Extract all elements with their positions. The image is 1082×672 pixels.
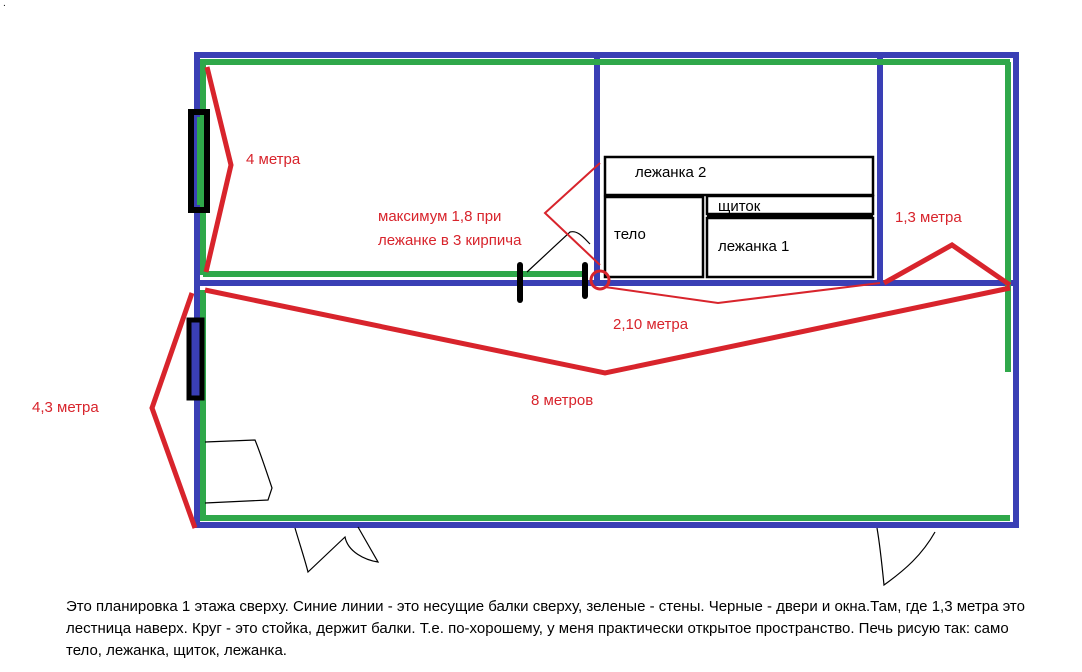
window-left-upper <box>188 109 210 213</box>
dim-8m-line <box>204 285 1011 376</box>
stove <box>603 155 875 279</box>
corner-mark: . <box>3 0 6 9</box>
label-4m: 4 метра <box>246 151 301 168</box>
dimension-lines-thin <box>543 162 881 305</box>
label-lezhanka-1: лежанка 1 <box>718 238 789 255</box>
label-telo: тело <box>614 226 646 243</box>
label-8m: 8 метров <box>531 392 593 409</box>
walls <box>200 59 1011 521</box>
door-swings <box>204 231 936 587</box>
door-swing-bottom-right <box>876 527 936 587</box>
caption-text: Это планировка 1 этажа сверху. Синие лин… <box>66 598 1025 659</box>
door-swing-bottom-left <box>294 526 380 574</box>
label-210m: 2,10 метра <box>613 316 689 333</box>
dim-4m-line <box>203 66 234 273</box>
door-swing-interior <box>526 231 591 273</box>
label-note-line1: максимум 1,8 при <box>378 208 501 225</box>
beams <box>194 52 1019 528</box>
dim-43m-line <box>149 292 198 529</box>
label-13m: 1,3 метра <box>895 209 962 226</box>
label-note-line2: лежанке в 3 кирпича <box>378 232 522 249</box>
door-swing-left <box>204 439 273 504</box>
label-43m: 4,3 метра <box>32 399 99 416</box>
dimension-lines <box>149 66 1012 529</box>
floor-plan: 4 метра 4,3 метра 8 метров 2,10 метра 1,… <box>32 52 1019 587</box>
dim-13m-line <box>882 242 1012 288</box>
support-post-circle <box>589 269 611 291</box>
dim-210m-line <box>604 282 881 305</box>
label-shchitok: щиток <box>718 198 761 215</box>
telo-box <box>603 195 705 279</box>
note-pointer <box>543 162 601 266</box>
window-left-lower <box>186 317 205 401</box>
lezhanka-1-box <box>705 216 875 279</box>
label-lezhanka-2: лежанка 2 <box>635 164 706 181</box>
openings <box>186 109 588 401</box>
beam-outer-frame <box>194 52 1019 528</box>
